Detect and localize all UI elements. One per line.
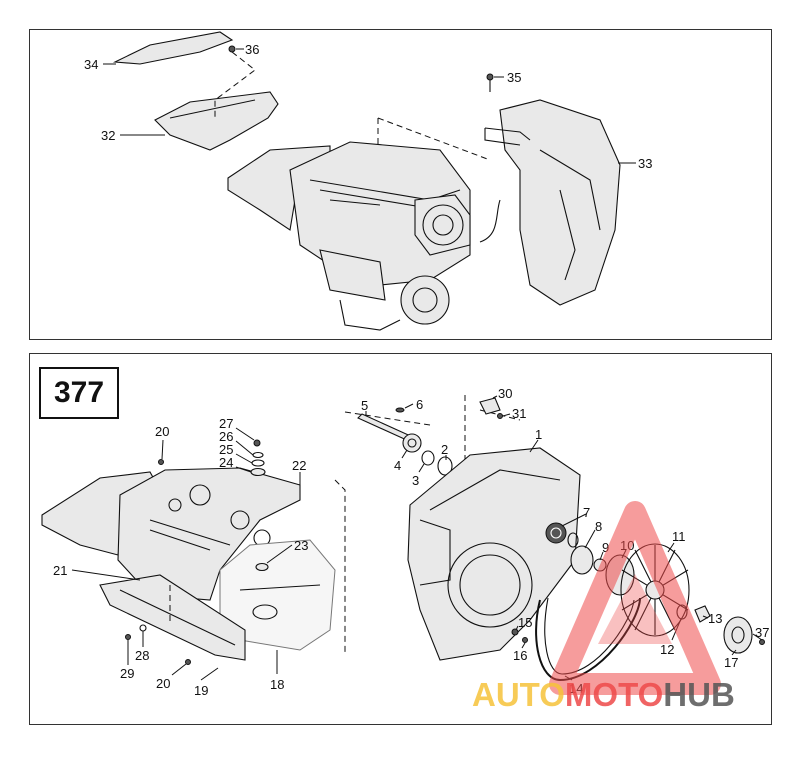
part-37-screw (759, 639, 765, 645)
top-engine-assembly (112, 31, 621, 331)
callout-23: 23 (294, 538, 308, 553)
engine-block (289, 141, 471, 286)
callout-7: 7 (583, 505, 590, 520)
watermark-moto: MOTO (564, 676, 664, 713)
callout-6: 6 (416, 397, 423, 412)
part-32-cover (154, 91, 279, 151)
callout-18: 18 (270, 677, 284, 692)
callout-33: 33 (638, 156, 652, 171)
callout-13: 13 (708, 611, 722, 626)
callout-35: 35 (507, 70, 521, 85)
callout-16: 16 (513, 648, 527, 663)
callout-1: 1 (535, 427, 542, 442)
callout-30: 30 (498, 386, 512, 401)
part-33-fan-cowl (499, 99, 621, 306)
callout-17: 17 (724, 655, 738, 670)
callout-27: 27 (219, 416, 233, 431)
part-1-housing (407, 447, 581, 661)
callout-3: 3 (412, 473, 419, 488)
callout-24: 24 (219, 455, 233, 470)
callout-10: 10 (620, 538, 634, 553)
starter-pulley (400, 275, 450, 325)
callout-5: 5 (361, 398, 368, 413)
part-28-washer (139, 624, 147, 632)
callout-9: 9 (602, 540, 609, 555)
part-4-gear (402, 433, 422, 453)
watermark-text: AUTOMOTOHUB (472, 676, 735, 714)
callout-4: 4 (394, 458, 401, 473)
part-19-bracket (99, 574, 246, 661)
callout-31: 31 (512, 406, 526, 421)
part-35-screw (486, 73, 494, 81)
top-callouts: 34 36 32 35 33 (84, 42, 652, 171)
part-8-pulley (570, 545, 594, 575)
part-6-pin (395, 407, 405, 413)
diagram-number: 377 (39, 367, 119, 419)
part-2-oring (437, 456, 453, 476)
part-20-screw (158, 459, 164, 465)
part-36-screw (228, 45, 236, 53)
callout-20-bottom: 20 (156, 676, 170, 691)
callout-22: 22 (292, 458, 306, 473)
part-34-cover (112, 31, 234, 65)
callout-21: 21 (53, 563, 67, 578)
callout-25: 25 (219, 442, 233, 457)
part-15-screw (511, 628, 519, 636)
callout-8: 8 (595, 519, 602, 534)
callout-34: 34 (84, 57, 98, 72)
part-29-screw (125, 634, 131, 640)
callout-2: 2 (441, 442, 448, 457)
watermark-hub: HUB (663, 676, 735, 713)
bottom-engine-assembly (41, 395, 765, 682)
part-16-screw (522, 637, 528, 643)
callout-29: 29 (120, 666, 134, 681)
callout-20-top: 20 (155, 424, 169, 439)
part-24-grommet (250, 467, 266, 477)
callout-32: 32 (101, 128, 115, 143)
part-3-washer (421, 450, 435, 466)
callout-15: 15 (518, 615, 532, 630)
part-30-block (479, 397, 501, 415)
callout-12: 12 (660, 642, 674, 657)
callout-11: 11 (672, 529, 686, 544)
part-23-grommet (255, 562, 269, 572)
callout-26: 26 (219, 429, 233, 444)
part-17-pulley (723, 616, 753, 654)
part-9-washer (593, 558, 607, 572)
part-27-bolt (253, 439, 261, 447)
callout-37: 37 (755, 625, 769, 640)
part-20b-screw (185, 659, 191, 665)
crankcase (319, 249, 386, 301)
part-31-screw (497, 413, 503, 419)
callout-28: 28 (135, 648, 149, 663)
callout-19: 19 (194, 683, 208, 698)
watermark-auto: AUTO (472, 676, 565, 713)
callout-36: 36 (245, 42, 259, 57)
